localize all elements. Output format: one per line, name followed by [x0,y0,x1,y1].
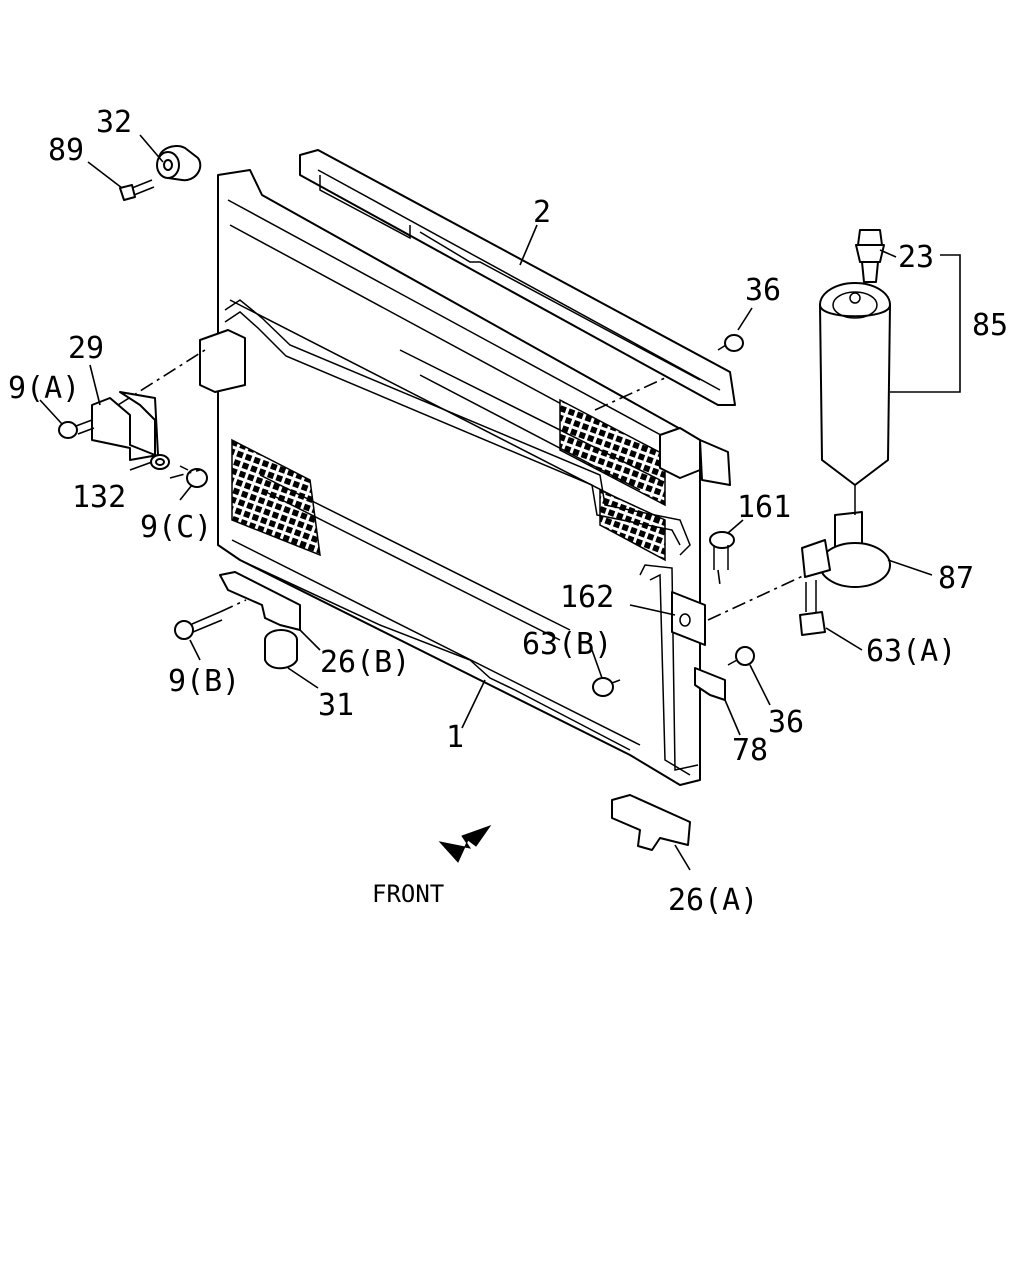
cushion-part-31 [264,629,298,670]
callout-26a: 26(A) [668,883,758,918]
callout-161: 161 [737,490,791,525]
cushion-part-32 [156,144,202,182]
callout-36-bottom: 36 [768,705,804,740]
callout-63a: 63(A) [866,634,956,669]
bolt-part-36-top [717,334,744,352]
callout-36-top: 36 [745,273,781,308]
front-arrow-icon [438,825,492,863]
callout-132: 132 [72,480,126,515]
callout-31: 31 [318,688,354,723]
callout-162: 162 [560,580,614,615]
bracket-part-78 [694,667,726,701]
callout-2: 2 [533,195,551,230]
bracket-part-162 [671,591,706,646]
bolt-part-36-bottom [727,646,755,666]
bracket-part-29 [91,329,246,461]
bolt-part-9a [58,419,95,439]
bolt-part-161 [709,531,735,570]
bolt-part-63b [592,677,621,697]
leader-lines [39,134,933,871]
callout-9c: 9(C) [140,510,212,545]
receiver-drier-part-85 [819,282,891,486]
refrigerant-pipe [224,299,699,776]
front-label: FRONT [372,880,444,908]
bolt-part-63a [799,580,826,636]
callout-32: 32 [96,105,132,140]
bolt-part-89 [119,179,155,201]
callout-78: 78 [732,733,768,768]
callout-9b: 9(B) [168,664,240,699]
bracket-part-26a [611,794,691,851]
bolt-part-9c [179,465,208,488]
callout-89: 89 [48,133,84,168]
washer-part-132 [150,454,170,470]
assembly-lines [117,349,806,621]
valve-part-23 [855,229,885,283]
callout-63b: 63(B) [522,627,612,662]
condenser-core-part [217,169,731,786]
upper-shroud-part [299,149,736,406]
bolt-part-9b [174,611,223,640]
bracket-line-85 [890,254,961,393]
callout-87: 87 [938,561,974,596]
callout-23: 23 [898,240,934,275]
callout-1: 1 [446,720,464,755]
callout-26b: 26(B) [320,645,410,680]
callout-85: 85 [972,308,1008,343]
bracket-part-26b [219,571,301,631]
clamp-part-87 [801,485,891,588]
callout-9a: 9(A) [8,371,80,406]
callout-29: 29 [68,331,104,366]
